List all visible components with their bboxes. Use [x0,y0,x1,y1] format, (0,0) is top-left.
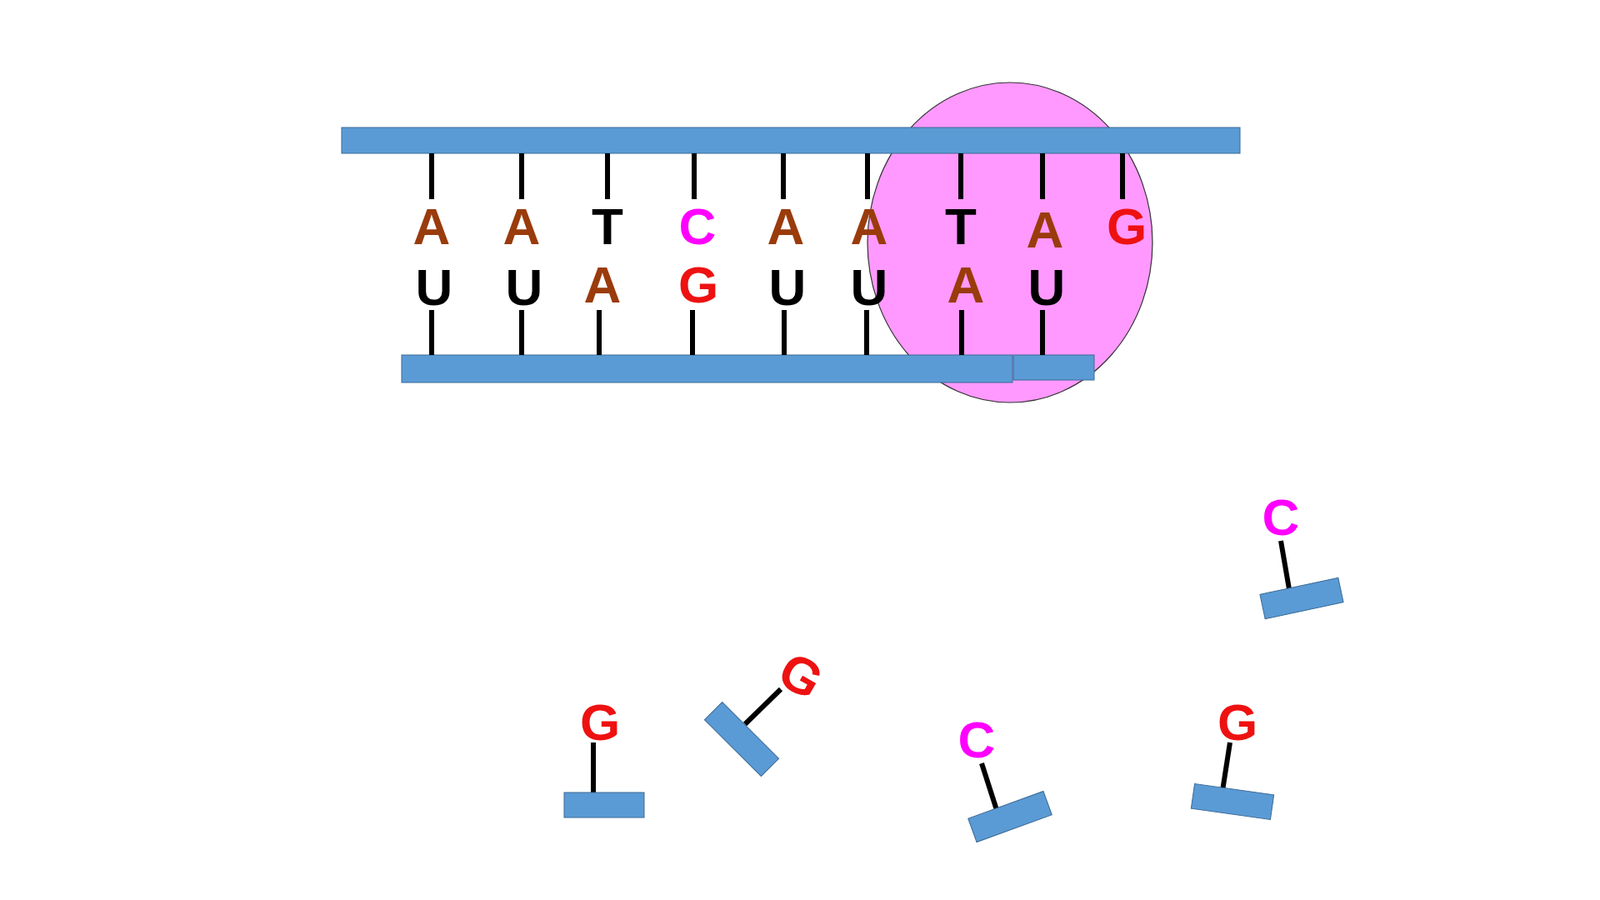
base-letter: G [678,259,719,311]
base-letter: C [958,714,996,766]
base-letter: C [679,200,717,253]
base-stick [958,153,964,200]
nucleotide-stick [1222,742,1230,791]
base-stick [959,310,965,355]
nucleotide-sugar [564,792,645,818]
nucleotide-stick [745,689,781,725]
base-stick [429,310,435,355]
base-stick [1040,153,1045,200]
rna-backbone-new [1013,355,1095,380]
base-letter: A [947,259,985,311]
nucleotide-sugar [1260,577,1344,619]
base-letter: A [413,200,451,253]
base-letter: T [945,200,977,253]
base-stick [429,153,435,200]
nucleotide-stick [981,763,997,810]
base-letter: G [1217,696,1258,749]
base-letter: U [850,261,889,314]
dna-backbone [341,127,1240,154]
base-letter: T [591,200,624,253]
rna-backbone [401,355,1013,383]
base-stick [596,310,602,355]
base-stick [864,310,870,355]
base-stick [519,153,525,200]
nucleotide-stick [1280,540,1290,590]
base-letter: G [770,643,832,709]
base-stick [690,310,695,355]
base-stick [780,153,786,200]
base-letter: U [415,261,454,314]
free-nucleotides [564,540,1344,843]
nucleotide-stick [590,742,596,794]
nucleotide-sugar [704,701,779,776]
base-letter: A [767,200,805,253]
base-stick [519,310,525,355]
base-letter: U [1028,261,1066,314]
base-stick [691,153,697,200]
dna-sticks [431,153,1123,200]
base-stick [605,153,610,200]
base-letter: A [584,259,622,311]
base-stick [781,310,787,355]
base-letter: U [769,261,807,314]
nucleotide-sugar [1190,783,1274,820]
base-letter: G [580,696,620,749]
base-letter: C [1262,491,1300,544]
base-letter: A [1026,204,1065,256]
base-letter: G [1106,200,1147,253]
base-letter: A [850,200,889,253]
base-letter: U [505,261,544,314]
base-letter: A [503,200,541,253]
base-stick [1040,310,1045,355]
base-stick [1120,153,1125,200]
nucleotide-sugar [968,790,1052,842]
rna-sticks [431,310,1043,355]
base-stick [865,153,870,200]
